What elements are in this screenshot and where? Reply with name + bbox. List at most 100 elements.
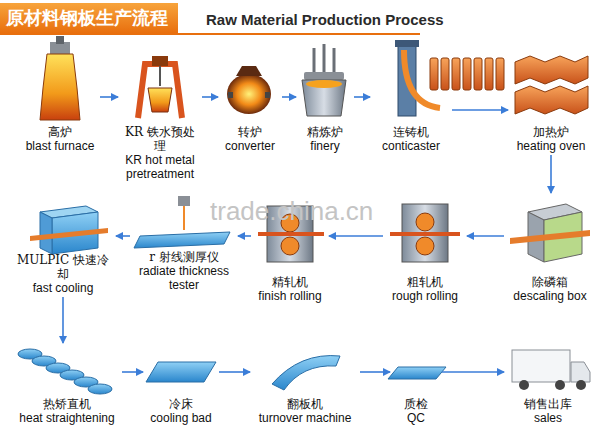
flow-arrow (550, 155, 552, 193)
thickness-tester-icon (134, 232, 230, 248)
truck-icon (512, 350, 590, 390)
process-step: KR 铁水预处理KR hot metal pretreatment (120, 40, 200, 181)
qc-plate-icon (388, 367, 446, 379)
flow-arrow (452, 109, 508, 111)
flow-arrow (100, 96, 118, 98)
heading-english: Raw Material Production Process (206, 11, 444, 28)
heating-oven-icon (515, 56, 588, 114)
process-step: 翻板机turnover machine (252, 345, 358, 425)
flow-arrow (360, 371, 390, 373)
step-name-en: fast cooling (14, 281, 112, 295)
qc-plate-icon (388, 367, 446, 379)
process-step: r 射线测厚仪radiate thickness tester (132, 195, 236, 292)
step-name-en: heating oven (512, 139, 590, 153)
rough-rolling-icon (390, 232, 460, 236)
process-step: 加热炉heating oven (510, 40, 592, 153)
fast-cooling-icon (40, 212, 52, 254)
fast-cooling-icon (30, 228, 108, 241)
turnover-plate-icon (272, 356, 340, 390)
billet-row (430, 58, 504, 90)
step-name-en: heat straightening (16, 411, 118, 425)
step-name-en: finish rolling (255, 289, 325, 303)
thickness-tester-icon (178, 196, 190, 206)
step-name-en: conticaster (374, 139, 448, 153)
turnover-plate-icon (272, 356, 340, 390)
step-name-en: rough rolling (387, 289, 463, 303)
step-name-cn: 冷床 (147, 397, 215, 411)
converter-icon (228, 92, 233, 98)
blast-furnace-icon (40, 54, 80, 120)
rough-rolling-icon (416, 237, 434, 255)
step-name-cn: 翻板机 (254, 397, 356, 411)
converter-icon (236, 66, 262, 76)
blast-furnace-icon (40, 36, 80, 120)
process-step: MULPIC 快速冷却fast cooling (12, 195, 114, 295)
watermark: trade.china.cn (210, 196, 373, 227)
converter-icon (227, 74, 271, 114)
rough-rolling-icon (390, 204, 460, 262)
finery-icon (333, 48, 336, 76)
billet-row (474, 58, 482, 90)
billet-row (485, 58, 493, 90)
process-step: 热矫直机heat straightening (14, 345, 120, 425)
billet-row (463, 58, 471, 90)
process-step: 转炉converter (220, 40, 280, 153)
process-step: 高炉blast furnace (22, 40, 98, 153)
step-name-en: QC (394, 411, 438, 425)
step-name-en: finery (300, 139, 350, 153)
fast-cooling-icon (30, 206, 108, 254)
step-name-cn: KR 铁水预处理 (122, 125, 198, 153)
flow-arrow (62, 297, 64, 343)
flow-arrow (116, 235, 130, 237)
step-name-cn: 转炉 (222, 125, 278, 139)
truck-icon (571, 362, 590, 382)
step-name-en: radiate thickness tester (134, 264, 234, 292)
flow-arrow (282, 96, 296, 98)
straightener-rollers (88, 384, 112, 394)
process-step: 除磷箱descaling box (506, 195, 594, 303)
process-step: 精轧机finish rolling (253, 195, 327, 303)
flow-arrow (329, 235, 383, 237)
straightener-rollers (18, 349, 112, 394)
step-name-cn: 除磷箱 (508, 275, 592, 289)
truck-icon (519, 380, 529, 390)
kr-pretreatment-icon (138, 56, 182, 118)
flow-arrow (122, 371, 143, 373)
billet-row (430, 58, 438, 90)
finery-icon (313, 48, 316, 76)
step-name-cn: 热矫直机 (16, 397, 118, 411)
kr-pretreatment-icon (138, 64, 182, 118)
step-name-cn: 连铸机 (374, 125, 448, 139)
header-rule (0, 33, 420, 35)
step-name-cn: 销售出库 (508, 397, 588, 411)
step-name-en: KR hot metal pretreatment (122, 153, 198, 181)
step-name-cn: 加热炉 (512, 125, 590, 139)
process-step: 冷床cooling bad (145, 345, 217, 425)
flow-arrow (442, 371, 504, 373)
flow-arrow (238, 235, 251, 237)
heating-oven-icon (515, 86, 588, 114)
kr-pretreatment-icon (152, 56, 168, 66)
thickness-tester-icon (183, 206, 185, 230)
descaling-box-icon (510, 230, 590, 244)
process-step: 质检QC (392, 345, 440, 425)
step-name-cn: 质检 (394, 397, 438, 411)
heating-oven-icon (515, 56, 588, 84)
process-step: 销售出库sales (506, 345, 590, 425)
step-name-cn: 精轧机 (255, 275, 325, 289)
process-step: 粗轧机rough rolling (385, 195, 465, 303)
step-name-en: blast furnace (24, 139, 96, 153)
kr-pretreatment-icon (148, 88, 172, 112)
conticaster-icon (395, 40, 419, 47)
rough-rolling-icon (416, 213, 434, 231)
flow-arrow (354, 96, 370, 98)
truck-icon (576, 380, 586, 390)
truck-icon (512, 350, 570, 382)
step-name-en: turnover machine (254, 411, 356, 425)
step-name-cn: 高炉 (24, 125, 96, 139)
finery-icon (323, 44, 326, 76)
conticaster-icon (395, 40, 440, 116)
truck-icon (555, 380, 565, 390)
step-name-cn: 粗轧机 (387, 275, 463, 289)
